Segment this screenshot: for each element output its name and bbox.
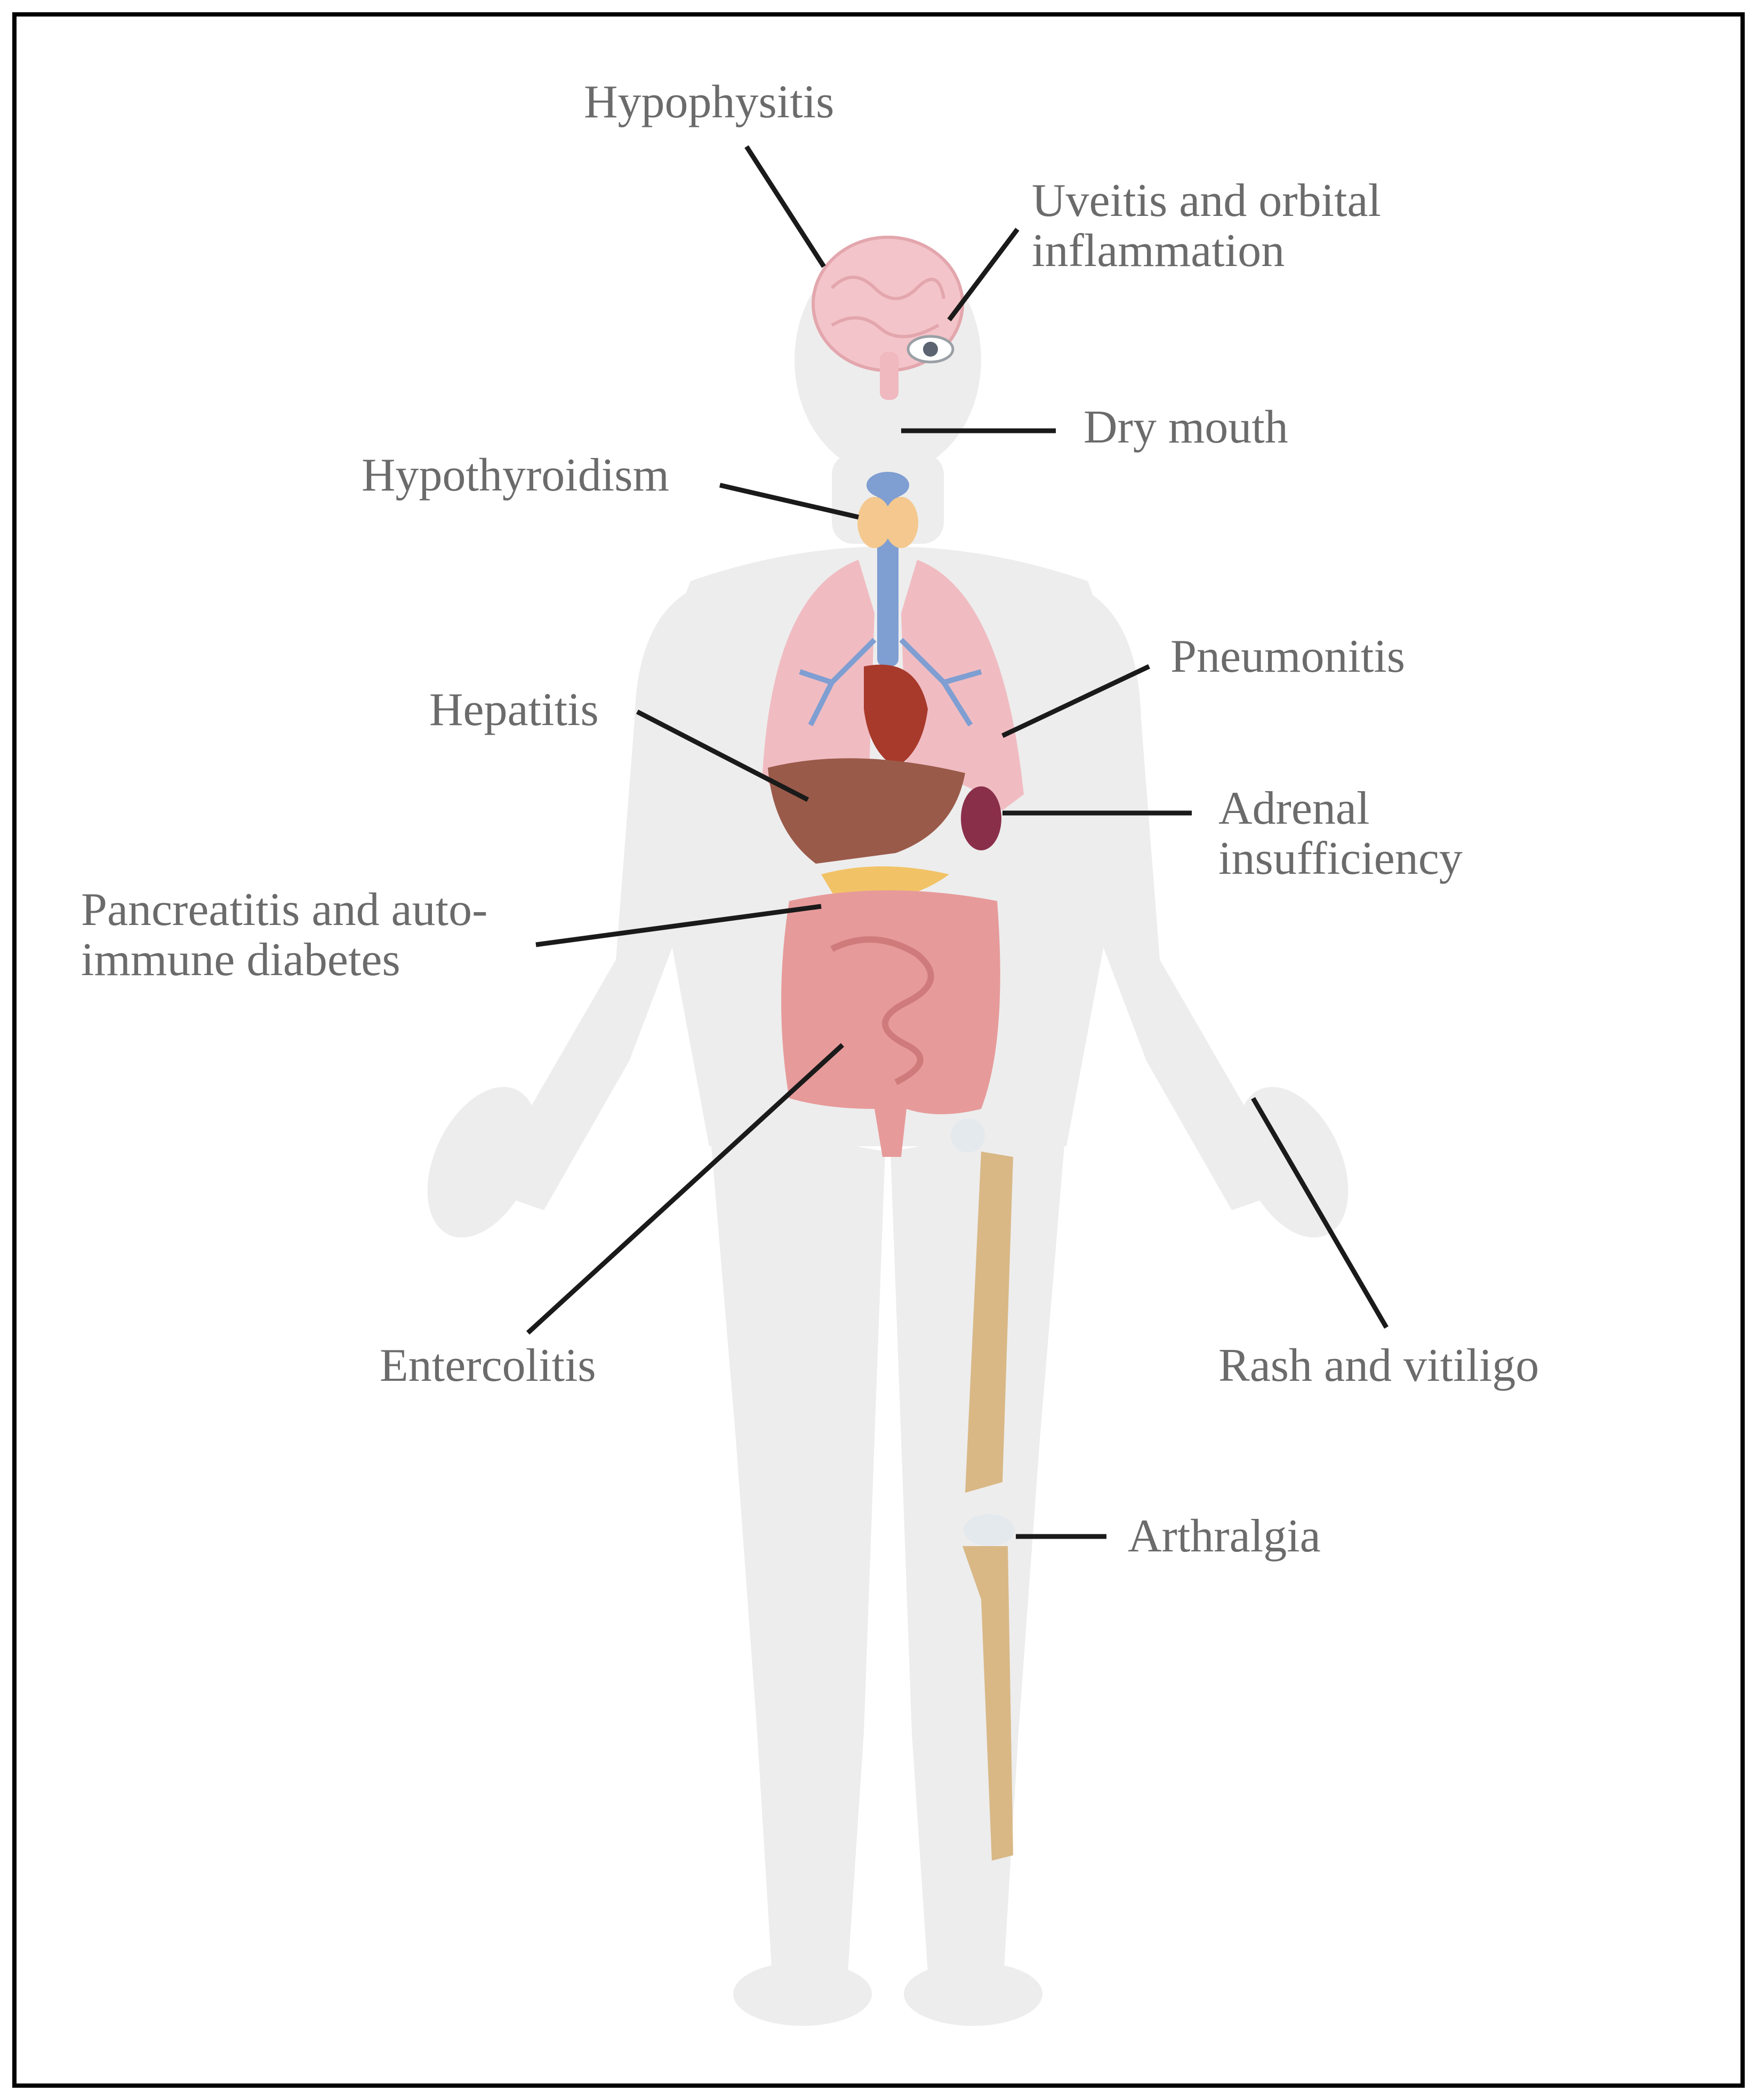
leader-entercolitis [526, 1043, 845, 1335]
leader-hypothyroidism [719, 482, 860, 520]
leader-hepatitis [636, 710, 809, 802]
leader-lines [526, 145, 1389, 1539]
leader-pneumonitis [1001, 664, 1150, 738]
leader-rash [1251, 1097, 1389, 1329]
leader-uveitis [947, 228, 1020, 321]
liver-icon [768, 758, 965, 864]
leg-bones-icon [951, 1119, 1015, 1861]
intestines-icon [781, 890, 1000, 1157]
leader-pancreatitis [535, 904, 822, 947]
leader-hypophysitis [744, 145, 826, 268]
thyroid-icon [857, 497, 918, 548]
lungs-icon [763, 560, 1024, 810]
heart-icon [864, 664, 928, 768]
kidney-icon [961, 786, 1001, 850]
eye-icon [906, 335, 954, 364]
